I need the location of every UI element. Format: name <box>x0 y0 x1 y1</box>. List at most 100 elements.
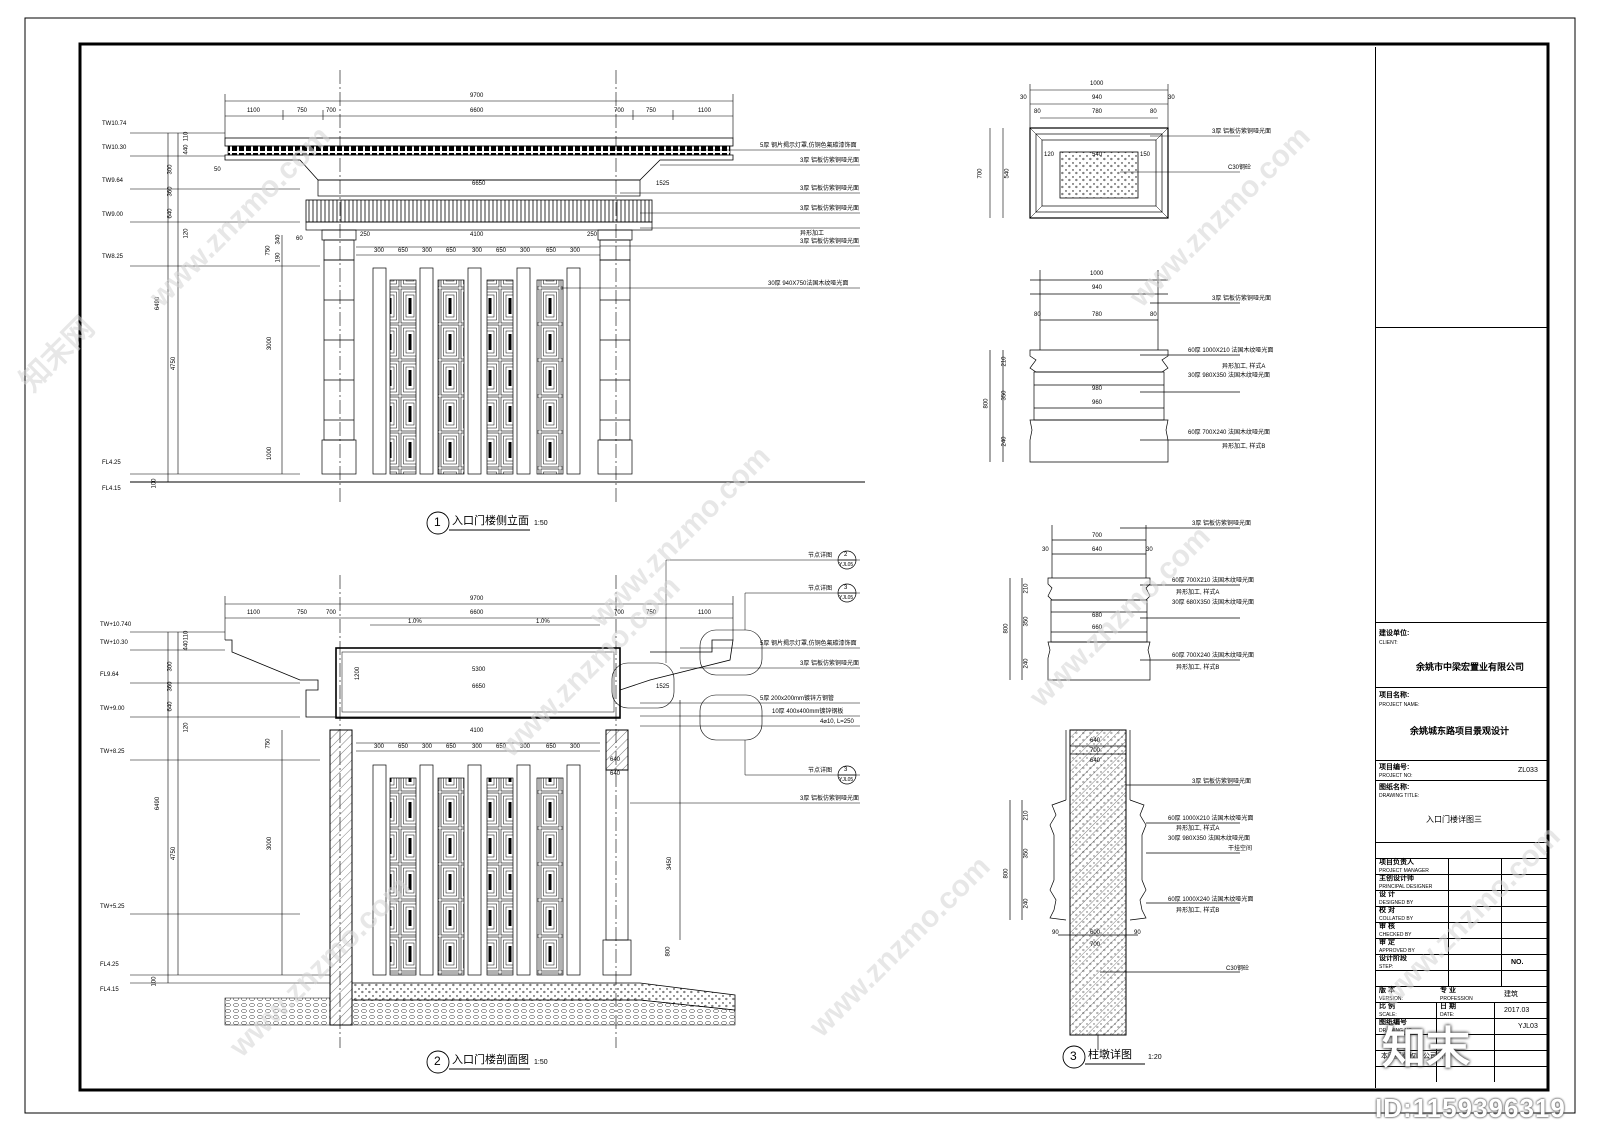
dim-door: 300 <box>520 248 531 254</box>
dim: 980 <box>1092 386 1103 392</box>
dim: 800 <box>983 398 990 409</box>
drawtitle-value: 入口门楼详图三 <box>1426 815 1482 824</box>
note: 60厚 700X240 法国木纹哑光面 <box>1188 430 1271 436</box>
column-plan <box>989 84 1240 219</box>
dim-small: 190 <box>275 252 282 263</box>
step-cn: 设计阶段 <box>1379 955 1407 962</box>
dim: 90 <box>1134 930 1141 936</box>
dim-door: 300 <box>570 248 581 254</box>
check-cn: 审 核 <box>1379 923 1395 930</box>
dim-small: 60 <box>296 236 303 242</box>
footer-note: 本图纸版权归公司所有 <box>1381 1053 1451 1060</box>
dim-door: 650 <box>496 744 507 750</box>
dim-small: 640 <box>167 208 174 219</box>
door-panels <box>372 267 581 475</box>
dim-seg: 750 <box>297 610 308 616</box>
dim-door: 650 <box>496 248 507 254</box>
architrave <box>305 221 653 231</box>
callout-ref: YJL05 <box>839 595 854 601</box>
dim-small: 110 <box>183 630 190 641</box>
client-label-cn: 建设单位: <box>1379 630 1410 637</box>
dim-small: 640 <box>610 757 621 763</box>
dim-door: 300 <box>570 744 581 750</box>
dim-door: 250 <box>587 232 598 238</box>
design-cn: 设 计 <box>1379 891 1395 898</box>
note: 60厚 700X210 法国木纹哑光面 <box>1172 578 1255 584</box>
dim-small: 300 <box>167 164 174 175</box>
leaders-top <box>560 149 860 289</box>
dim-small: 360 <box>167 186 174 197</box>
column-elevation-large <box>989 270 1240 463</box>
dim-seg: 1100 <box>247 610 260 616</box>
note: 3厚 铝板仿紫铜哑光面 <box>800 796 860 802</box>
level-label: TW10.30 <box>102 145 127 151</box>
dim-vert: 6490 <box>155 796 162 811</box>
note: 3厚 铝板仿紫铜哑光面 <box>800 206 860 212</box>
dim: 640 <box>1092 547 1103 553</box>
dim: 90 <box>1052 930 1059 936</box>
dim: 80 <box>1150 312 1157 318</box>
dim: 640 <box>1090 758 1101 764</box>
view-title: 入口门楼侧立面 <box>452 515 529 527</box>
top-dimension-2 <box>224 575 734 1048</box>
dim-small: 50 <box>214 167 221 173</box>
dim-door: 650 <box>546 248 557 254</box>
dim: 780 <box>1092 109 1103 115</box>
date-cn: 日 期 <box>1440 1003 1456 1010</box>
level-label: FL4.15 <box>100 987 119 993</box>
view-title: 入口门楼剖面图 <box>452 1054 529 1066</box>
design-en: DESIGNED BY <box>1379 900 1414 906</box>
note: 节点详图 <box>808 586 833 592</box>
dim-inner2: 5300 <box>472 667 486 673</box>
scale-en: SCALE: <box>1379 1012 1397 1018</box>
ground-gravel-2 <box>351 999 736 1026</box>
note: 3厚 铝板仿紫铜哑光面 <box>1192 779 1252 785</box>
level-lines-bottom <box>130 631 330 984</box>
dim: 80 <box>1034 109 1041 115</box>
note: C30钢砼 <box>1228 165 1252 171</box>
dim-vert: 4750 <box>171 846 178 861</box>
dim-inner: 6650 <box>472 181 486 187</box>
note: 干挂空间 <box>1228 846 1253 852</box>
door-panels-2 <box>372 764 581 976</box>
scale-cn: 比 例 <box>1379 1003 1395 1010</box>
callout-ref: YJL05 <box>839 562 854 568</box>
note: 异形加工, 样式A <box>1222 364 1266 370</box>
roof-frame-inner <box>341 651 615 713</box>
project-label-en: PROJECT NAME: <box>1379 702 1420 708</box>
dim-door: 300 <box>472 744 483 750</box>
approve-en: APPROVED BY <box>1379 948 1415 954</box>
dim-small: 750 <box>265 245 272 256</box>
dim: 940 <box>1092 95 1103 101</box>
dim-door: 650 <box>546 744 557 750</box>
approve-cn: 审 定 <box>1379 939 1395 946</box>
dim-small: 640 <box>610 771 621 777</box>
column-section <box>1009 729 1240 1050</box>
id-tag: ID:1159396319 <box>1375 1093 1566 1123</box>
dim: 700 <box>1092 533 1103 539</box>
dim-seg: 750 <box>297 108 308 114</box>
dim: 350 <box>1023 616 1030 627</box>
level-label: TW+10.740 <box>100 622 132 628</box>
note: 3厚 铝板仿紫铜哑光面 <box>800 186 860 192</box>
dim: 210 <box>1023 810 1030 821</box>
collate-en: COLLATED BY <box>1379 916 1414 922</box>
dim: 210 <box>1023 583 1030 594</box>
dim-small: 360 <box>167 681 174 692</box>
client-label-en: CLIENT: <box>1379 640 1398 646</box>
door-dimension <box>356 246 600 256</box>
note: 异形加工, 样式B <box>1176 908 1220 914</box>
dim-door: 650 <box>446 248 457 254</box>
dim-seg: 700 <box>326 108 337 114</box>
level-label: TW10.74 <box>102 121 127 127</box>
level-label: FL4.25 <box>100 962 119 968</box>
dim: 680 <box>1092 613 1103 619</box>
dim: 540 <box>1004 168 1011 179</box>
dim-door: 650 <box>446 744 457 750</box>
title-block: 建设单位: CLIENT: 余姚市中梁宏置业有限公司 项目名称: PROJECT… <box>1375 47 1548 1088</box>
note: 3厚 铝板仿紫铜哑光面 <box>1212 129 1272 135</box>
dim: 960 <box>1092 400 1103 406</box>
dim-inner: 6650 <box>472 684 486 690</box>
